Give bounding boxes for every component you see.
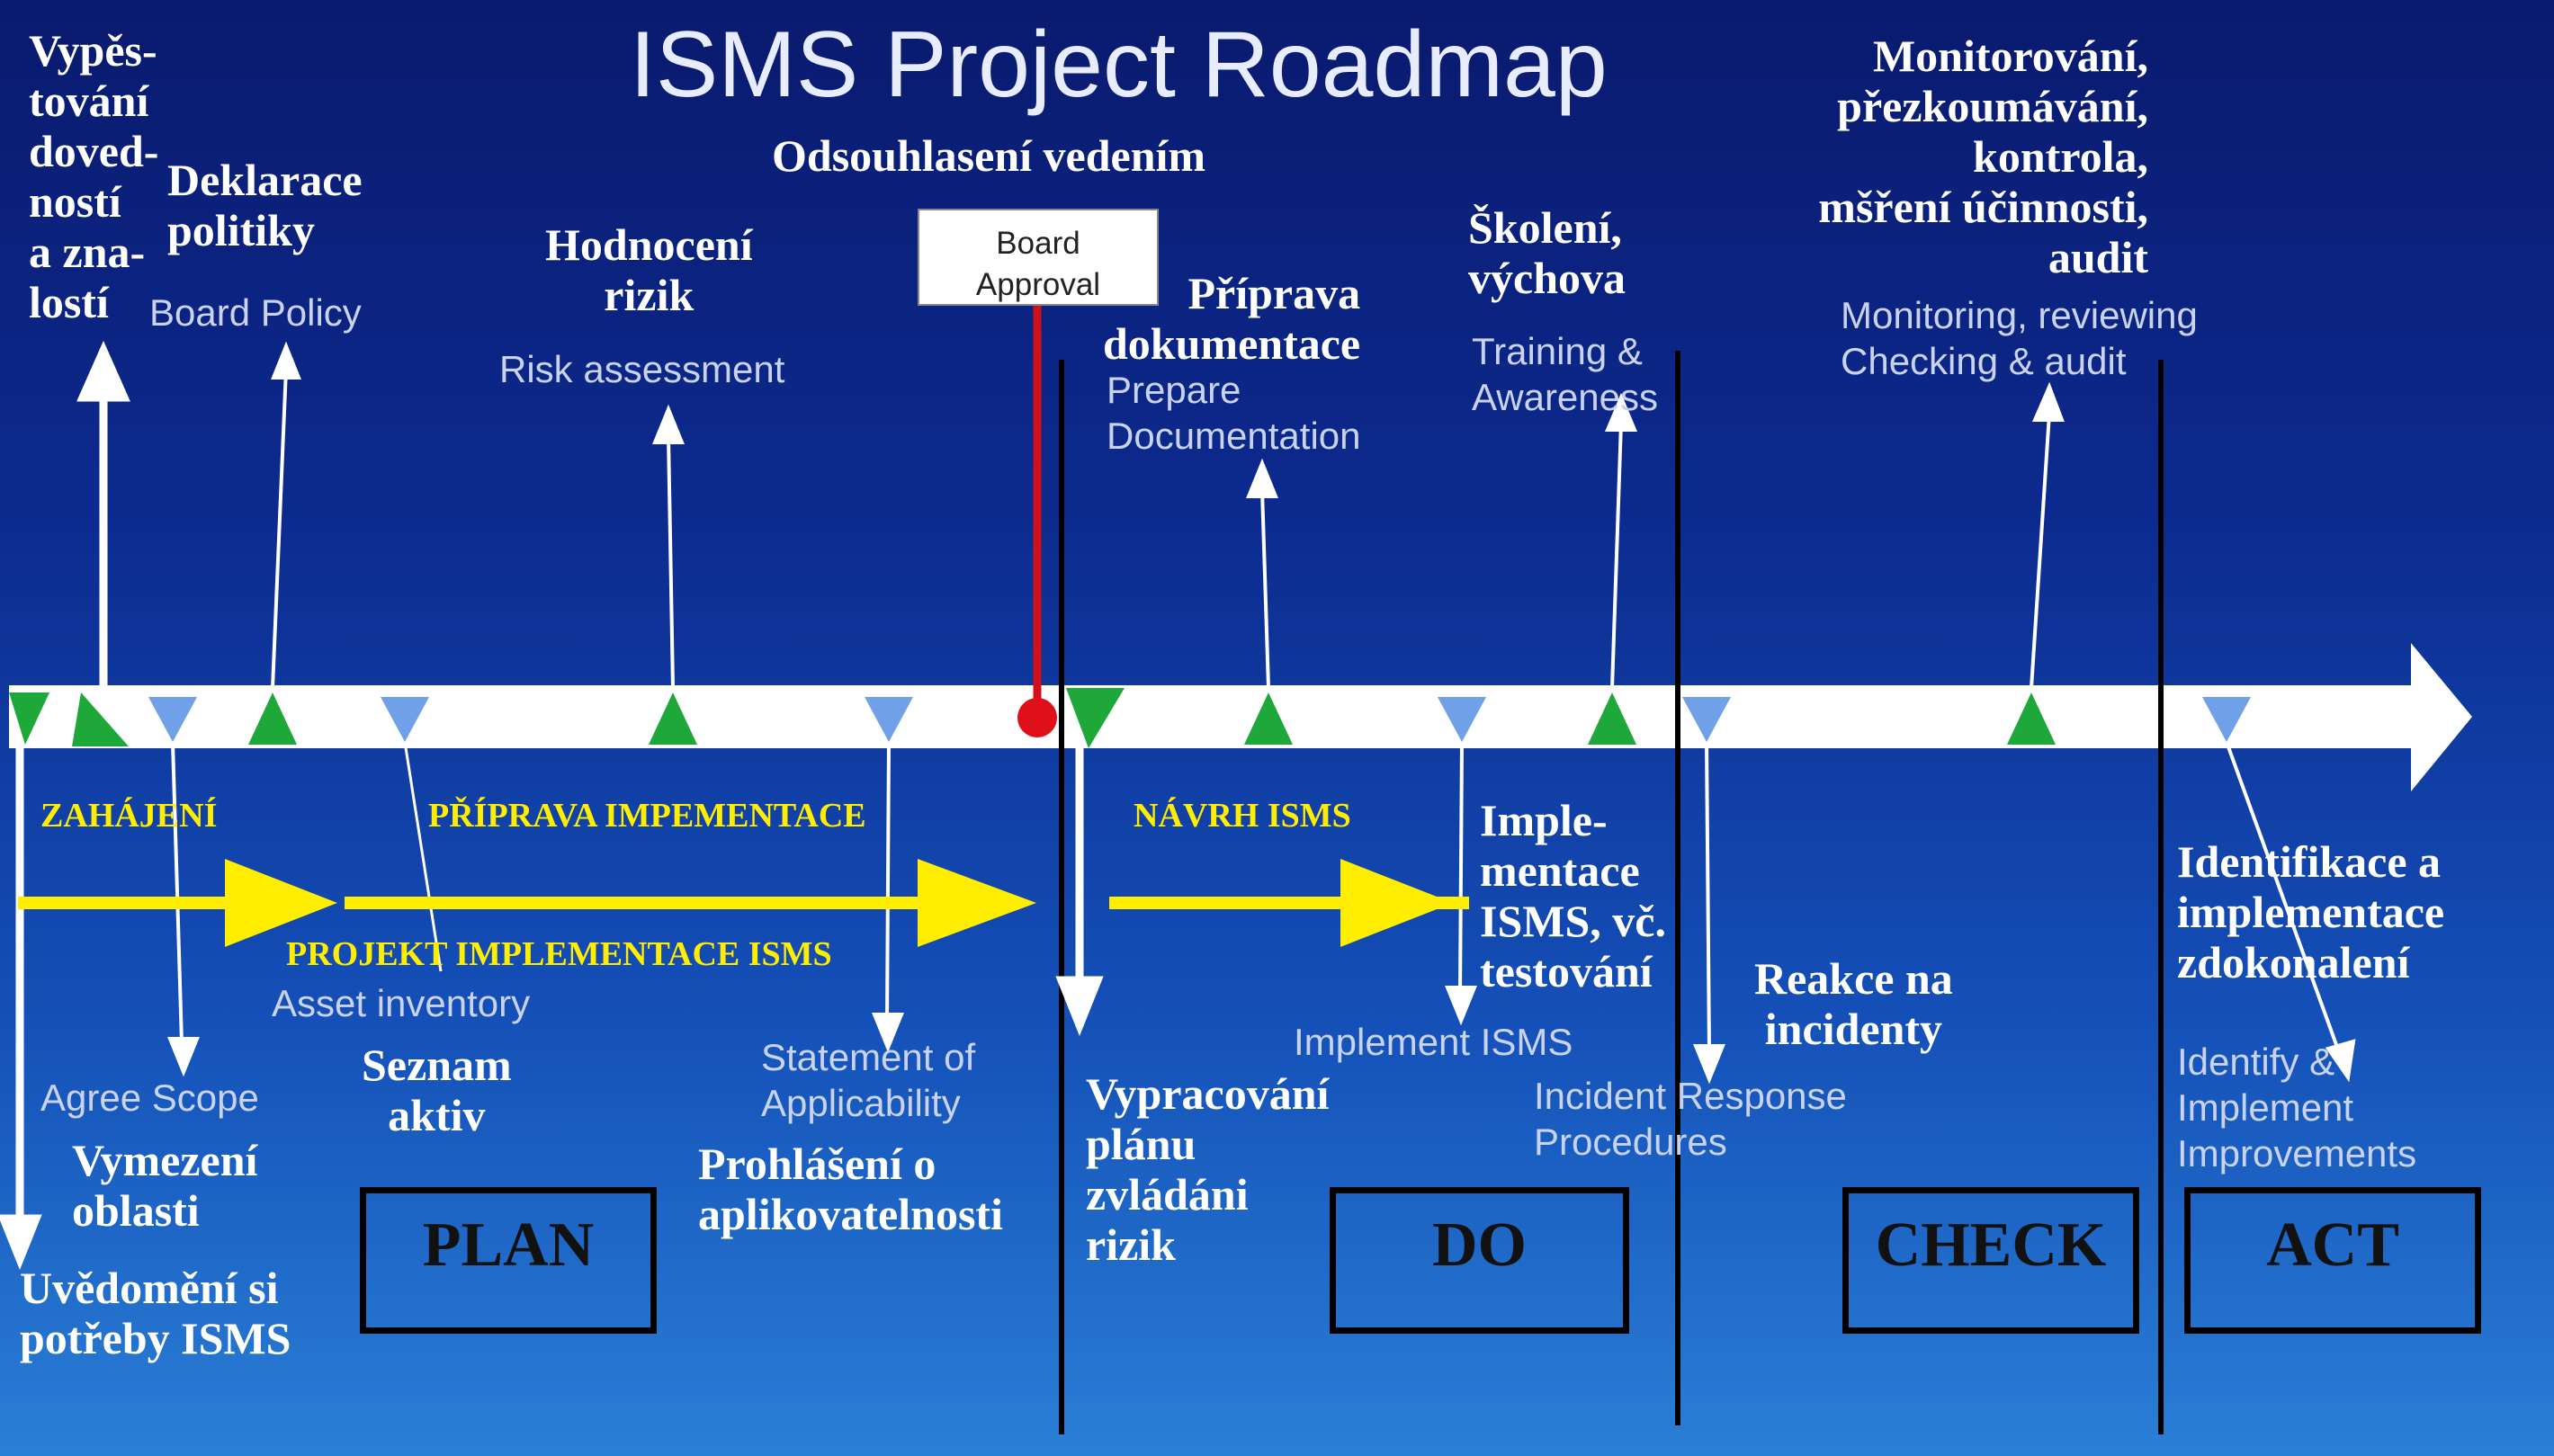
label-deklarace: Deklarace politiky <box>167 155 363 255</box>
label-statement: Statement of Applicability <box>761 1036 976 1125</box>
phase-projekt: PROJEKT IMPLEMENTACE ISMS <box>286 935 832 973</box>
down-arrows <box>167 741 2356 1085</box>
label-board-policy: Board Policy <box>149 291 362 334</box>
label-monitoring: Monitoring, reviewing Checking & audit <box>1841 294 2198 383</box>
label-identifikace: Identifikace a implementace zdokonalení <box>2177 836 2445 987</box>
up-arrows <box>271 341 2065 689</box>
label-odsouhlaseni: Odsouhlasení vedením <box>772 130 1206 181</box>
pdca-plan-box: PLAN <box>360 1187 657 1334</box>
pdca-check-box: CHECK <box>1842 1187 2139 1334</box>
label-implement-isms: Implement ISMS <box>1294 1021 1573 1063</box>
label-vymezeni: Vymezení oblasti <box>72 1135 258 1236</box>
yellow-arrows <box>18 859 1469 947</box>
label-asset-inventory: Asset inventory <box>272 982 531 1024</box>
label-training: Training & Awareness <box>1472 330 1659 419</box>
timeline-arrow <box>9 643 2472 791</box>
blue-markers <box>148 697 2251 742</box>
label-seznam: Seznam aktiv <box>362 1040 512 1140</box>
label-reakce: Reakce na incidenty <box>1754 953 1953 1054</box>
green-markers <box>9 688 2056 748</box>
label-incident-response: Incident Response Procedures <box>1534 1075 1847 1164</box>
pdca-do-box: DO <box>1330 1187 1629 1334</box>
label-skoleni: Školení, výchova <box>1468 202 1626 303</box>
phase-navrh: NÁVRH ISMS <box>1134 797 1351 835</box>
page-title: ISMS Project Roadmap <box>630 13 1608 117</box>
label-hodnoceni: Hodnocení rizik <box>545 219 753 320</box>
phase-priprava: PŘÍPRAVA IMPEMENTACE <box>428 797 866 835</box>
label-risk-assessment: Risk assessment <box>499 348 785 390</box>
label-prohlaseni: Prohlášení o aplikovatelnosti <box>698 1139 1003 1239</box>
label-uvedomeni: Uvědomění si potřeby ISMS <box>20 1263 291 1363</box>
label-vypestovani: Vypěs- tování doved- ností a zna- lostí <box>29 25 159 327</box>
label-vypracovani: Vypracování plánu zvládáni rizik <box>1086 1068 1330 1270</box>
phase-zahajeni: ZAHÁJENÍ <box>40 797 218 835</box>
thick-arrows <box>0 340 1104 1271</box>
label-identify: Identify & Implement Improvements <box>2177 1041 2417 1175</box>
pdca-act-box: ACT <box>2184 1187 2481 1334</box>
label-priprava-dok: Příprava dokumentace <box>1103 268 1361 369</box>
label-implementace: Imple- mentace ISMS, vč. testování <box>1480 795 1666 996</box>
label-agree-scope: Agree Scope <box>40 1076 259 1119</box>
board-approval-box: Board Approval <box>918 209 1159 306</box>
label-monitorovani: Monitorování, přezkoumávání, kontrola, m… <box>1818 31 2148 282</box>
label-prepare-doc: Prepare Documentation <box>1107 369 1361 458</box>
board-approval-marker <box>1017 698 1057 737</box>
